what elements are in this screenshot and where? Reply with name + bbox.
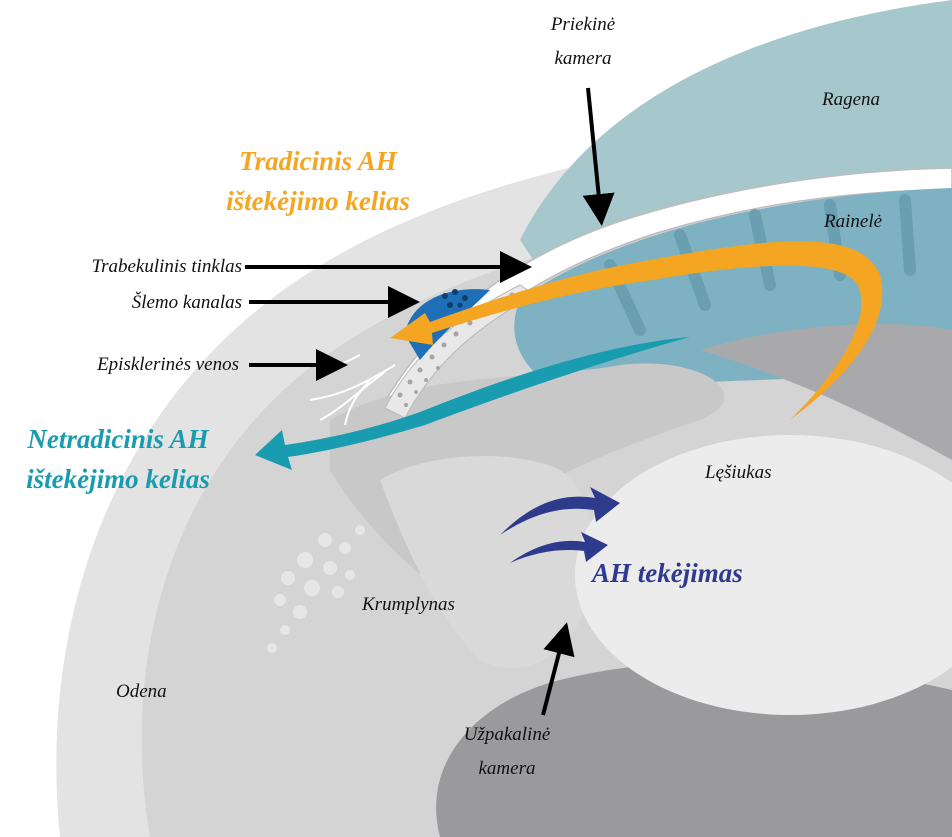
label-episcleral: Episklerinės venos <box>96 354 239 375</box>
label-sclera: Odena <box>116 681 167 702</box>
label-schlemm: Šlemo kanalas <box>132 291 242 313</box>
title-traditional-1: Tradicinis AH <box>239 146 398 176</box>
label-posterior-chamber-2: kamera <box>479 758 536 779</box>
label-iris: Rainelė <box>823 211 882 232</box>
label-lens: Lęšiukas <box>704 462 772 483</box>
title-traditional-2: ištekėjimo kelias <box>226 186 410 216</box>
label-ciliary: Krumplynas <box>361 594 455 615</box>
title-nontraditional-1: Netradicinis AH <box>26 424 209 454</box>
title-flow: AH tekėjimas <box>590 558 743 588</box>
label-anterior-chamber-1: Priekinė <box>550 14 615 35</box>
label-trabecular: Trabekulinis tinklas <box>92 256 242 277</box>
label-posterior-chamber-1: Užpakalinė <box>464 724 551 745</box>
label-cornea: Ragena <box>821 89 880 110</box>
label-anterior-chamber-2: kamera <box>555 48 612 69</box>
title-nontraditional-2: ištekėjimo kelias <box>26 464 210 494</box>
